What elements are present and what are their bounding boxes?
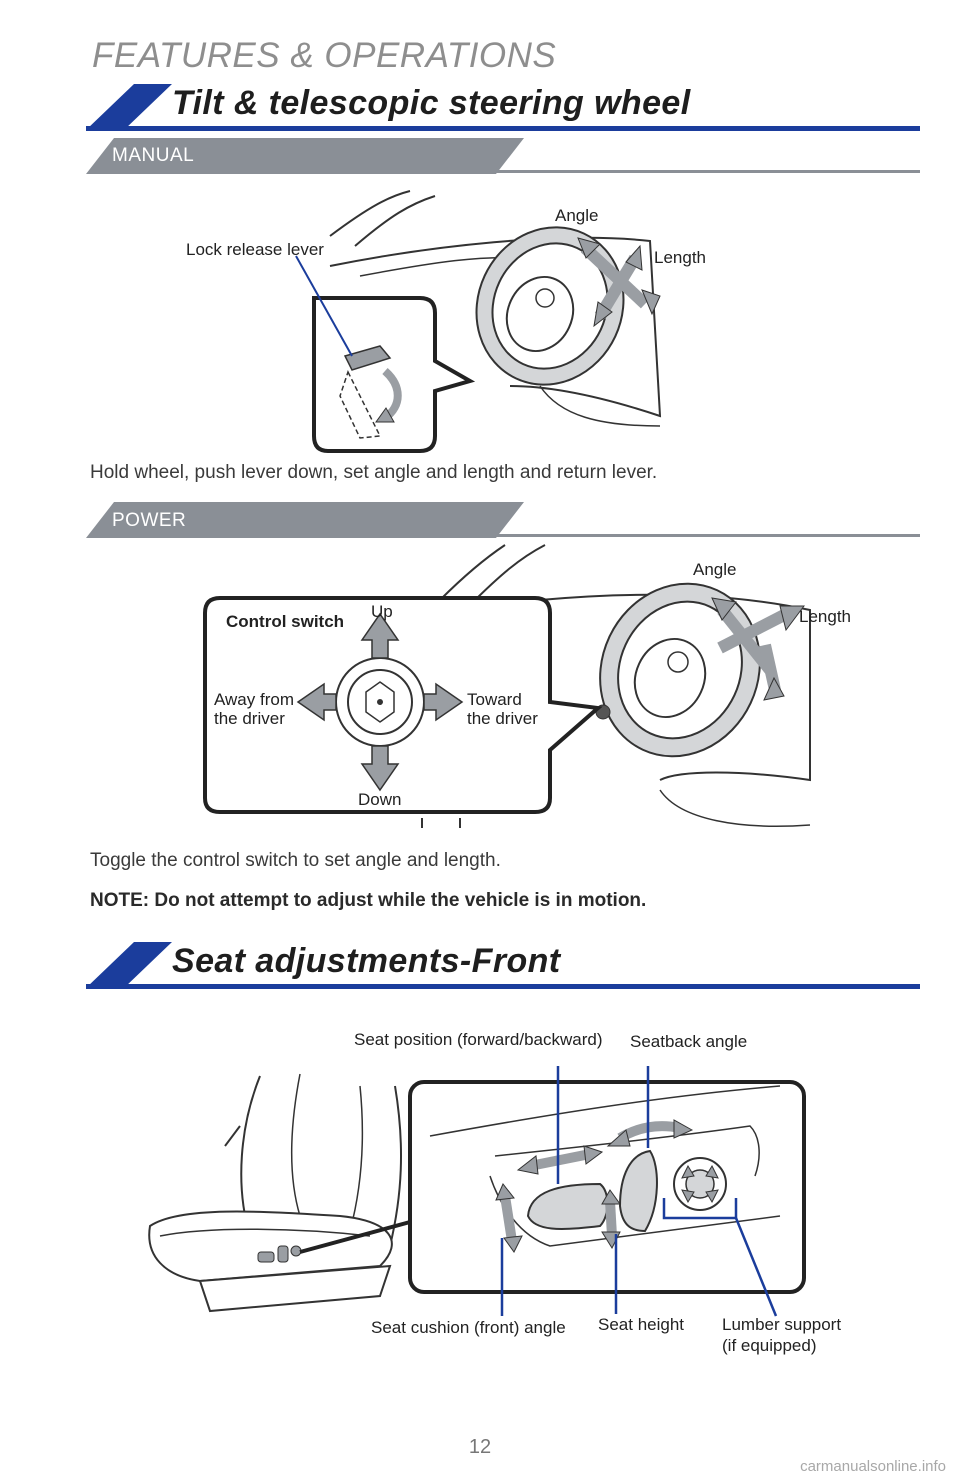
manual-tab-label: MANUAL [112,145,195,166]
steering-banner [86,84,920,132]
manual-steering-illustration [295,190,662,453]
manual-tab [86,138,920,176]
seat-banner [86,942,920,990]
steering-title: Tilt & telescopic steering wheel [172,84,691,122]
label-away-1: Away from [214,690,294,709]
power-tab [86,502,920,540]
label-manual-angle: Angle [555,206,599,225]
label-seat-position: Seat position (forward/backward) [354,1030,603,1049]
steering-banner-graphic [86,84,920,131]
seat-illustration [148,1066,806,1317]
section-kicker: FEATURES & OPERATIONS [92,36,557,75]
label-away-2: the driver [214,709,285,728]
label-seatback: Seatback angle [630,1032,748,1051]
page-number: 12 [468,1436,492,1458]
seat-banner-graphic [86,942,920,989]
label-toward-1: Toward [467,690,522,709]
power-tab-graphic [86,502,920,538]
label-toward-2: the driver [467,709,538,728]
power-tab-label: POWER [112,510,187,531]
label-up: Up [371,602,393,621]
label-lumbar-2: (if equipped) [722,1336,817,1355]
label-lock-release: Lock release lever [186,240,324,259]
label-control-switch: Control switch [226,612,345,631]
label-down: Down [358,790,402,809]
power-steering-illustration [203,544,811,828]
manual-instruction: Hold wheel, push lever down, set angle a… [90,462,658,483]
label-power-length: Length [799,607,851,626]
label-seat-height: Seat height [598,1315,685,1334]
label-lumbar-1: Lumber support [722,1315,842,1334]
label-cushion: Seat cushion (front) angle [371,1318,566,1337]
label-manual-length: Length [654,248,706,267]
seat-title: Seat adjustments-Front [172,942,561,980]
label-power-angle: Angle [693,560,737,579]
watermark: carmanualsonline.info [800,1458,946,1475]
motion-note: NOTE: Do not attempt to adjust while the… [90,890,647,911]
power-instruction: Toggle the control switch to set angle a… [90,850,501,871]
manual-tab-graphic [86,138,920,174]
